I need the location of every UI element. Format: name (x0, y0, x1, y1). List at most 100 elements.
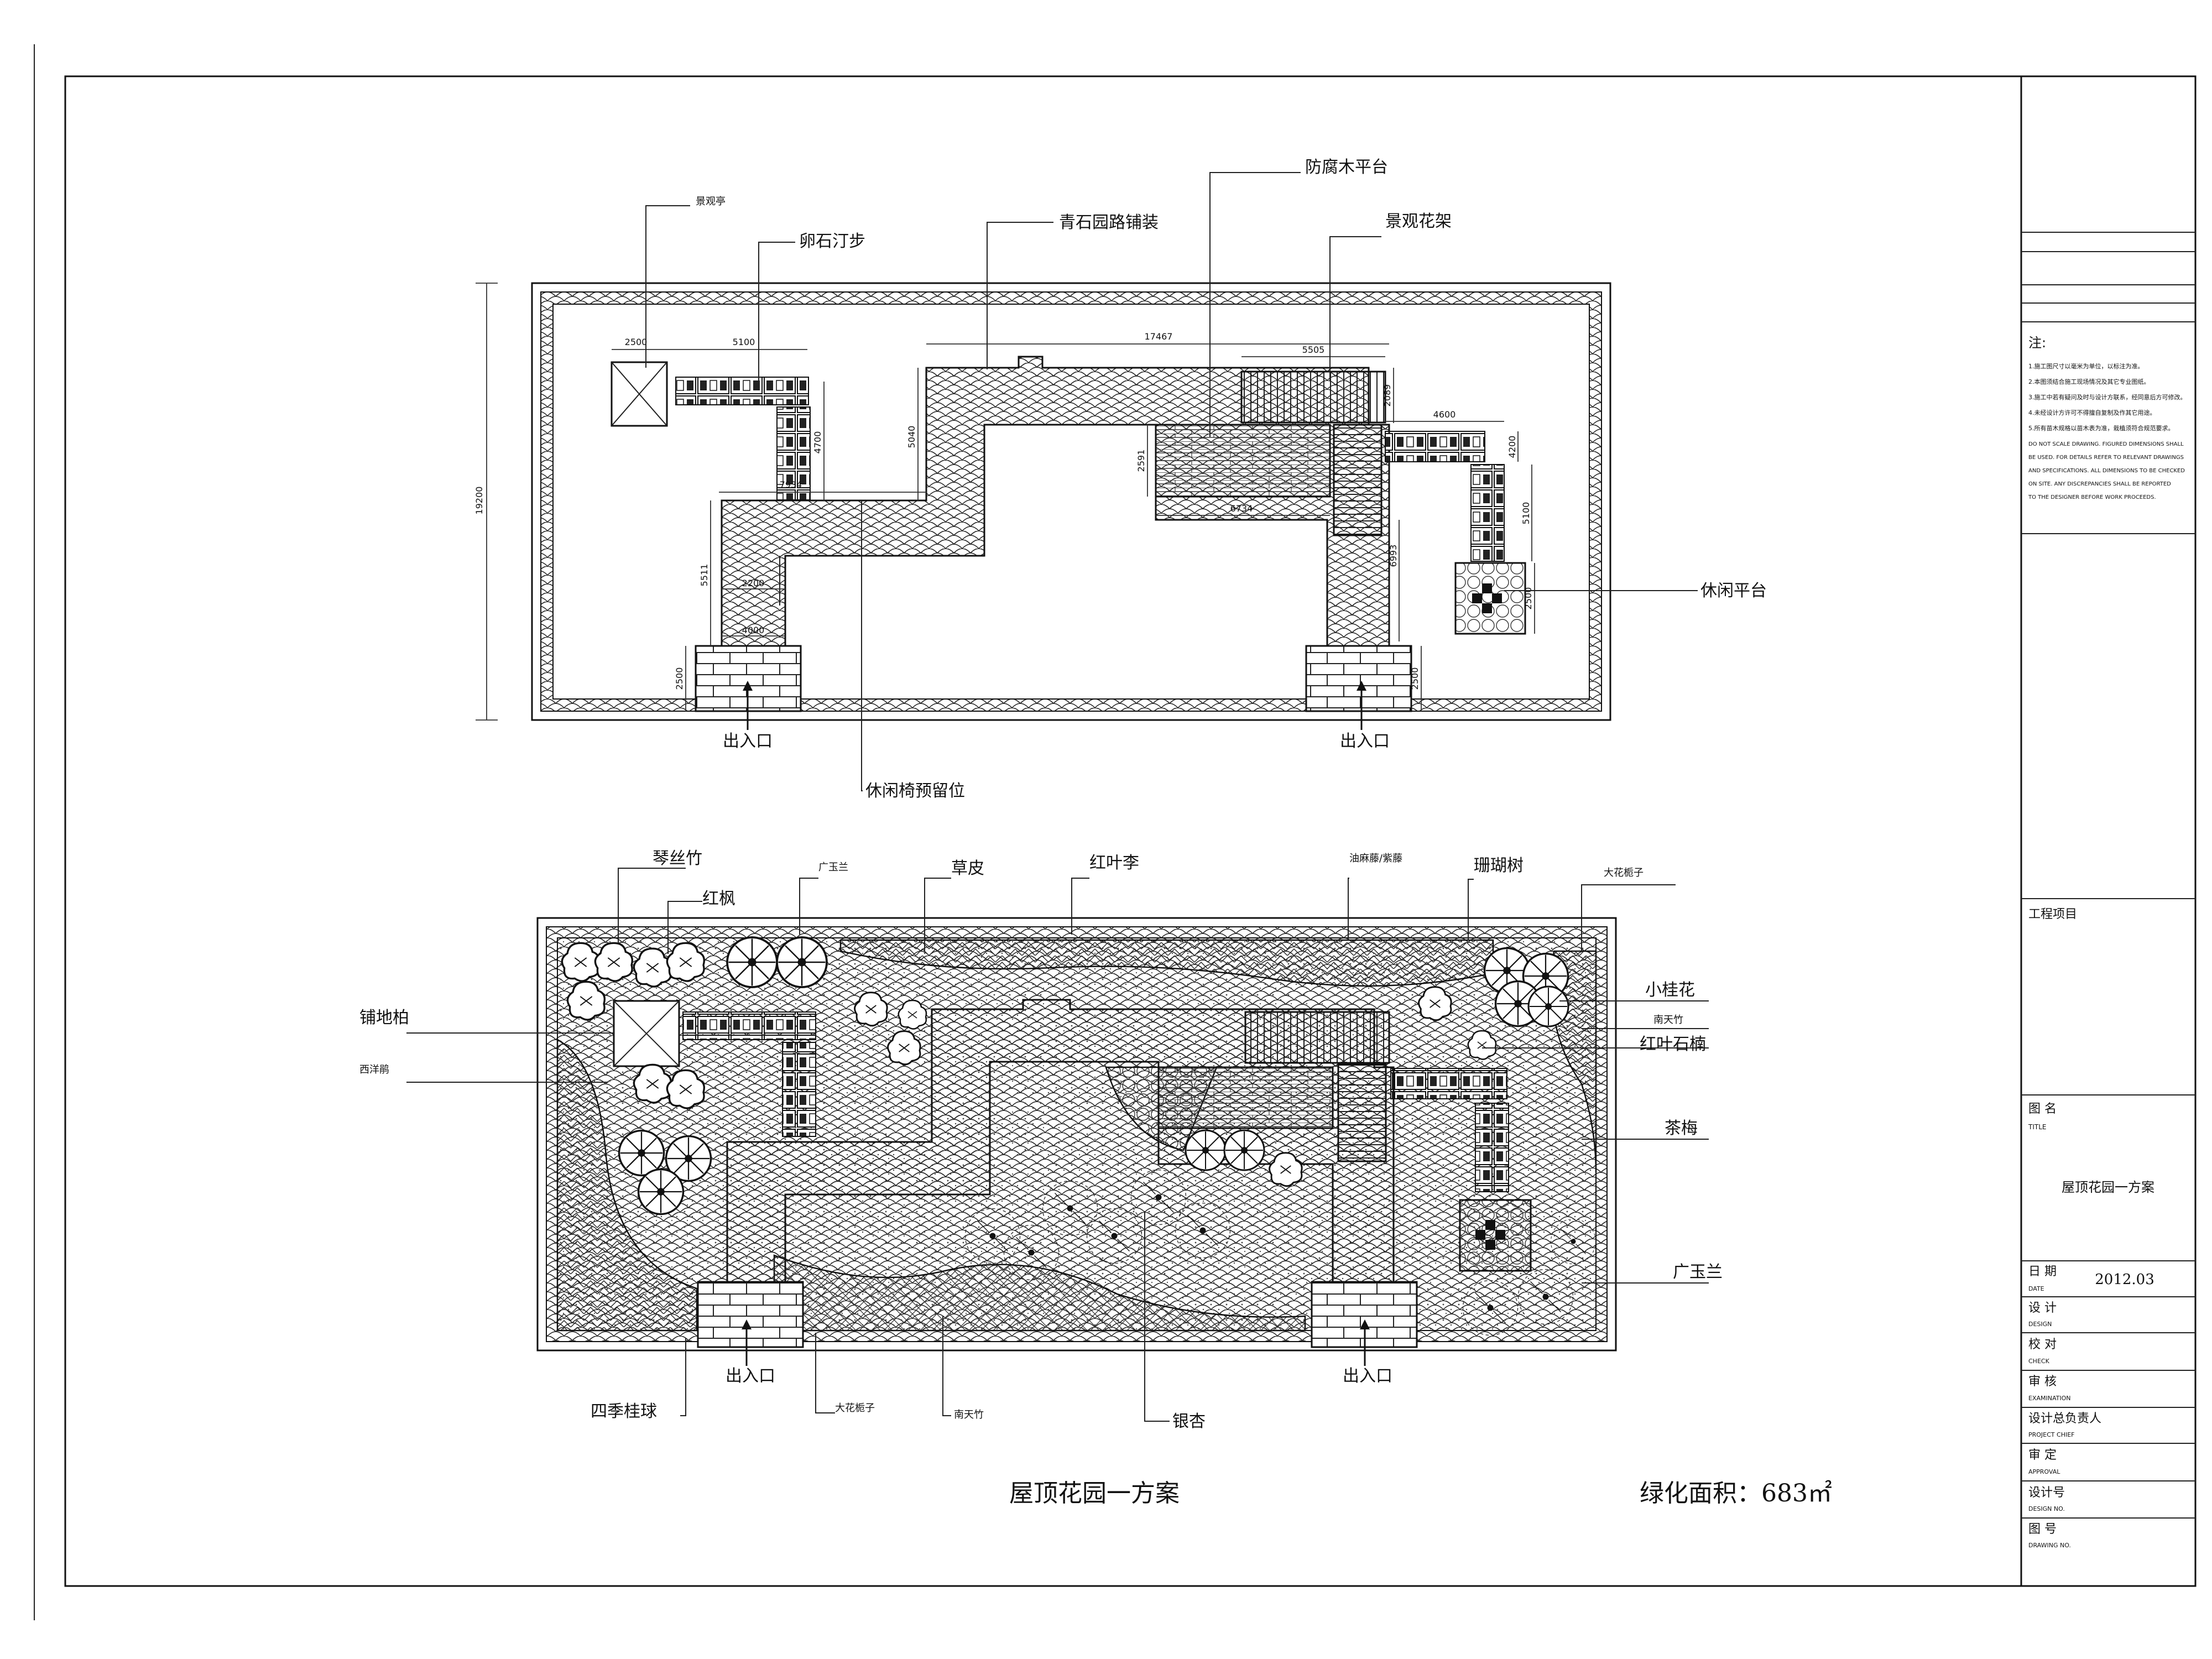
label-youmatengzhang: 油麻藤/紫藤 (1349, 853, 1402, 864)
plan-top: 2500 5100 17467 5505 4600 2089 4200 4700… (474, 158, 1767, 801)
tb-figname-en: TITLE (2028, 1123, 2046, 1131)
tree-3 (1185, 1129, 1227, 1171)
tb-note-3: 4.未经设计方许可不得擅自复制及作其它用途。 (2028, 409, 2156, 416)
tree-1 (726, 936, 778, 988)
label-hongfeng: 红枫 (702, 889, 735, 909)
bed-left-hedge (556, 1038, 698, 1332)
tb-note-0: 1.施工图尺寸以毫米为单位，以标注为准。 (2028, 362, 2144, 370)
pergola-top (1240, 371, 1386, 424)
tree-osmanthus-3 (637, 1168, 685, 1215)
dim-5100a: 5100 (733, 337, 755, 347)
tb-review-en: EXAMINATION (2028, 1395, 2071, 1402)
label-chamei: 茶梅 (1665, 1119, 1698, 1138)
stepping-stones-h (675, 377, 809, 405)
label-xiaoguihua: 小桂花 (1645, 980, 1695, 1000)
tb-approve-en: APPROVAL (2028, 1468, 2060, 1475)
tb-lead-en: PROJECT CHIEF (2028, 1431, 2075, 1438)
dim-5040: 5040 (906, 426, 917, 448)
bed-bottom-lawn (773, 1254, 1306, 1332)
label-guangyulan-r: 广玉兰 (1673, 1262, 1723, 1282)
tb-figname-label: 图 名 (2028, 1102, 2057, 1116)
label-caopi: 草皮 (951, 859, 984, 878)
roof-inner-field (552, 304, 1590, 700)
rest-platform (1454, 562, 1526, 635)
dim-4700: 4700 (812, 431, 823, 454)
label-paving: 青石园路铺装 (1059, 213, 1159, 232)
bed-top-strip (839, 939, 1494, 987)
tb-figname-value: 屋顶花园一方案 (2062, 1180, 2154, 1195)
dim-2591: 2591 (1136, 450, 1146, 472)
tb-review-label: 审 核 (2028, 1375, 2057, 1389)
tb-top-rows (2021, 232, 2195, 1519)
dim-2500b: 2500 (674, 667, 685, 690)
tb-note-5: DO NOT SCALE DRAWING. FIGURED DIMENSIONS… (2028, 441, 2184, 447)
tb-note-4: 5.所有苗木规格以苗木表为准，栽植须符合规范要求。 (2028, 424, 2174, 432)
plan-bottom: 琴丝竹 红枫 广玉兰 草皮 红叶李 油麻藤/紫藤 珊瑚树 大花栀子 铺地柏 西洋… (359, 849, 1723, 1431)
outer-frame (64, 75, 2197, 1587)
stepping-stones-2h (682, 1011, 816, 1040)
tb-designno-label: 设计号 (2028, 1486, 2065, 1500)
dim-6993: 6993 (1388, 545, 1399, 567)
roof-boundary-outer (531, 282, 1611, 721)
footer-area: 绿化面积：683㎡ (1640, 1479, 1832, 1507)
label-sijiguiqiu: 四季桂球 (591, 1402, 657, 1421)
label-entry-right-top: 出入口 (1340, 732, 1390, 751)
tb-designno-en: DESIGN NO. (2028, 1505, 2065, 1512)
dim-2200: 2200 (742, 578, 765, 588)
dim-19200: 19200 (474, 487, 484, 515)
tb-note-7: AND SPECIFICATIONS. ALL DIMENSIONS TO BE… (2028, 468, 2185, 474)
tb-drawno-label: 图 号 (2028, 1522, 2057, 1536)
dim-2089: 2089 (1382, 384, 1392, 407)
tree-4 (1223, 1129, 1265, 1171)
roof2-boundary-outer (536, 917, 1617, 1352)
tb-check-label: 校 对 (2028, 1338, 2057, 1352)
label-shanhu: 珊瑚树 (1474, 856, 1524, 875)
tb-check-en: CHECK (2028, 1358, 2050, 1365)
tb-project-label: 工程项目 (2028, 907, 2077, 921)
label-dahuazhizi-bot: 大花栀子 (835, 1402, 875, 1414)
title-block: 注: 1.施工图尺寸以毫米为单位，以标注为准。 2.本图须结合施工现场情况及其它… (2021, 232, 2195, 1549)
entry-left-brick-2 (697, 1281, 804, 1348)
dim-2500c: 2500 (1523, 587, 1533, 610)
dim-5505: 5505 (1302, 345, 1325, 355)
label-guangyulan-top: 广玉兰 (818, 862, 848, 873)
dim-6734: 6734 (1230, 503, 1253, 514)
tb-note-2: 3.施工中若有疑问及时与设计方联系，经同意后方可修改。 (2028, 393, 2187, 401)
label-rest-platform: 休闲平台 (1700, 581, 1767, 601)
label-dahuazhizi-top: 大花栀子 (1604, 867, 1644, 879)
stepping-stones-r-v (1470, 464, 1505, 562)
tb-notes-head: 注: (2028, 335, 2046, 351)
dimension-lines (476, 283, 1535, 721)
tb-approve-label: 审 定 (2028, 1448, 2057, 1462)
label-entry-left-top: 出入口 (723, 732, 773, 751)
tb-note-1: 2.本图须结合施工现场情况及其它专业图纸。 (2028, 378, 2150, 385)
label-entry-right-bottom: 出入口 (1343, 1366, 1392, 1386)
label-bench: 休闲椅预留位 (865, 781, 965, 801)
stepping-stones-r-h (1385, 431, 1485, 462)
dim-2500d: 2500 (1410, 667, 1420, 690)
tb-note-6: BE USED. FOR DETAILS REFER TO RELEVANT D… (2028, 455, 2184, 461)
stepping-stones-v (776, 406, 811, 500)
leaders-bottom (406, 868, 1709, 1422)
label-pudibai: 铺地柏 (359, 1008, 409, 1027)
stepping-stones-2v (782, 1042, 816, 1137)
pergola-top-2 (1244, 1011, 1390, 1064)
tb-design-label: 设 计 (2028, 1301, 2057, 1315)
label-nantianzhu-bot: 南天竹 (954, 1409, 984, 1421)
tb-design-en: DESIGN (2028, 1321, 2052, 1328)
label-pavilion: 景观亭 (696, 196, 726, 207)
entry-right-brick (1305, 645, 1412, 712)
tree-2 (776, 936, 828, 988)
label-qinsi: 琴丝竹 (653, 849, 702, 868)
dim-5511: 5511 (699, 564, 709, 587)
tb-date-value: 2012.03 (2095, 1271, 2154, 1288)
tb-note-9: TO THE DESIGNER BEFORE WORK PROCEEDS. (2028, 494, 2156, 500)
label-entry-left-bottom: 出入口 (726, 1366, 775, 1386)
tb-drawno-en: DRAWING NO. (2028, 1542, 2071, 1549)
wood-deck (1155, 424, 1331, 498)
pavilion (611, 361, 668, 427)
label-xiyangjuan: 西洋鹃 (359, 1064, 389, 1076)
dim-2500a: 2500 (625, 337, 648, 347)
tree-8 (1527, 985, 1569, 1027)
